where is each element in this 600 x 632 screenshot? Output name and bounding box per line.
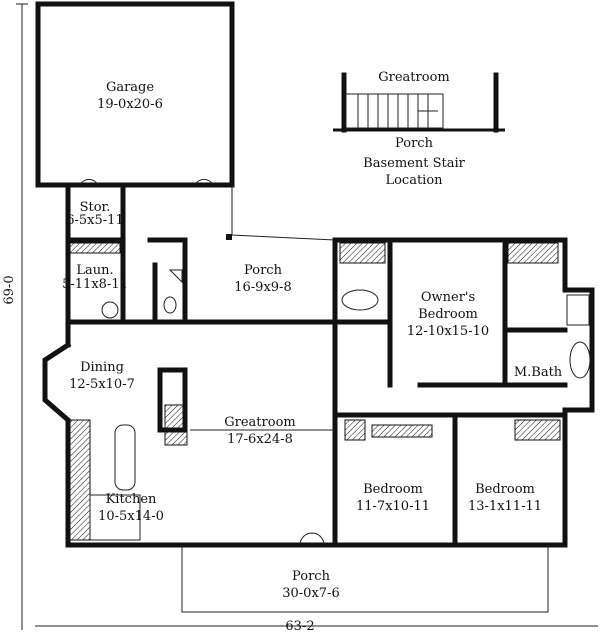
- owners-bedroom-name2: Bedroom: [418, 307, 478, 322]
- stair-caption-2: Location: [385, 173, 443, 188]
- bedroom2-size: 11-7x10-11: [356, 499, 430, 514]
- owners-bedroom-size: 12-10x15-10: [407, 324, 489, 339]
- depth-dimension: 69-0: [2, 3, 28, 630]
- owners-bedroom-name: Owner's: [421, 290, 475, 305]
- basement-stair-inset: Greatroom Porch Basement Stair Location: [333, 70, 505, 188]
- house-walls: [42, 237, 595, 548]
- rear-porch-size: 16-9x9-8: [234, 280, 291, 295]
- greatroom-name: Greatroom: [224, 415, 295, 430]
- laundry-size: 5-11x8-11: [62, 277, 128, 292]
- stair-top-label: Greatroom: [378, 70, 449, 85]
- master-bath-name: M.Bath: [514, 365, 563, 380]
- kitchen-size: 10-5x14-0: [98, 509, 164, 524]
- bedroom3-name: Bedroom: [475, 482, 535, 497]
- dining-size: 12-5x10-7: [69, 377, 135, 392]
- depth-label: 69-0: [2, 275, 17, 304]
- dining-name: Dining: [80, 360, 124, 375]
- half-bath: [147, 237, 188, 325]
- laundry-name: Laun.: [76, 263, 113, 278]
- width-dimension: 63-2: [35, 619, 598, 632]
- rear-porch-outline: [226, 185, 336, 241]
- width-label: 63-2: [285, 619, 314, 632]
- greatroom-size: 17-6x24-8: [227, 432, 293, 447]
- stair-bottom-label: Porch: [395, 136, 434, 151]
- bedroom2-name: Bedroom: [363, 482, 423, 497]
- storage-name: Stor.: [80, 200, 111, 215]
- bedroom3-size: 13-1x11-11: [468, 499, 542, 514]
- garage-name: Garage: [106, 80, 154, 95]
- rear-porch-name: Porch: [244, 263, 283, 278]
- garage-walls: [35, 1, 235, 348]
- kitchen-name: Kitchen: [106, 492, 157, 507]
- garage-size: 19-0x20-6: [97, 97, 163, 112]
- front-porch-size: 30-0x7-6: [282, 586, 339, 601]
- storage-size: 6-5x5-11: [66, 213, 123, 228]
- front-porch-name: Porch: [292, 569, 331, 584]
- front-porch-outline: [181, 545, 549, 613]
- stair-caption-1: Basement Stair: [363, 156, 465, 171]
- room-labels: Garage 19-0x20-6 Stor. 6-5x5-11 Laun. 5-…: [62, 80, 563, 601]
